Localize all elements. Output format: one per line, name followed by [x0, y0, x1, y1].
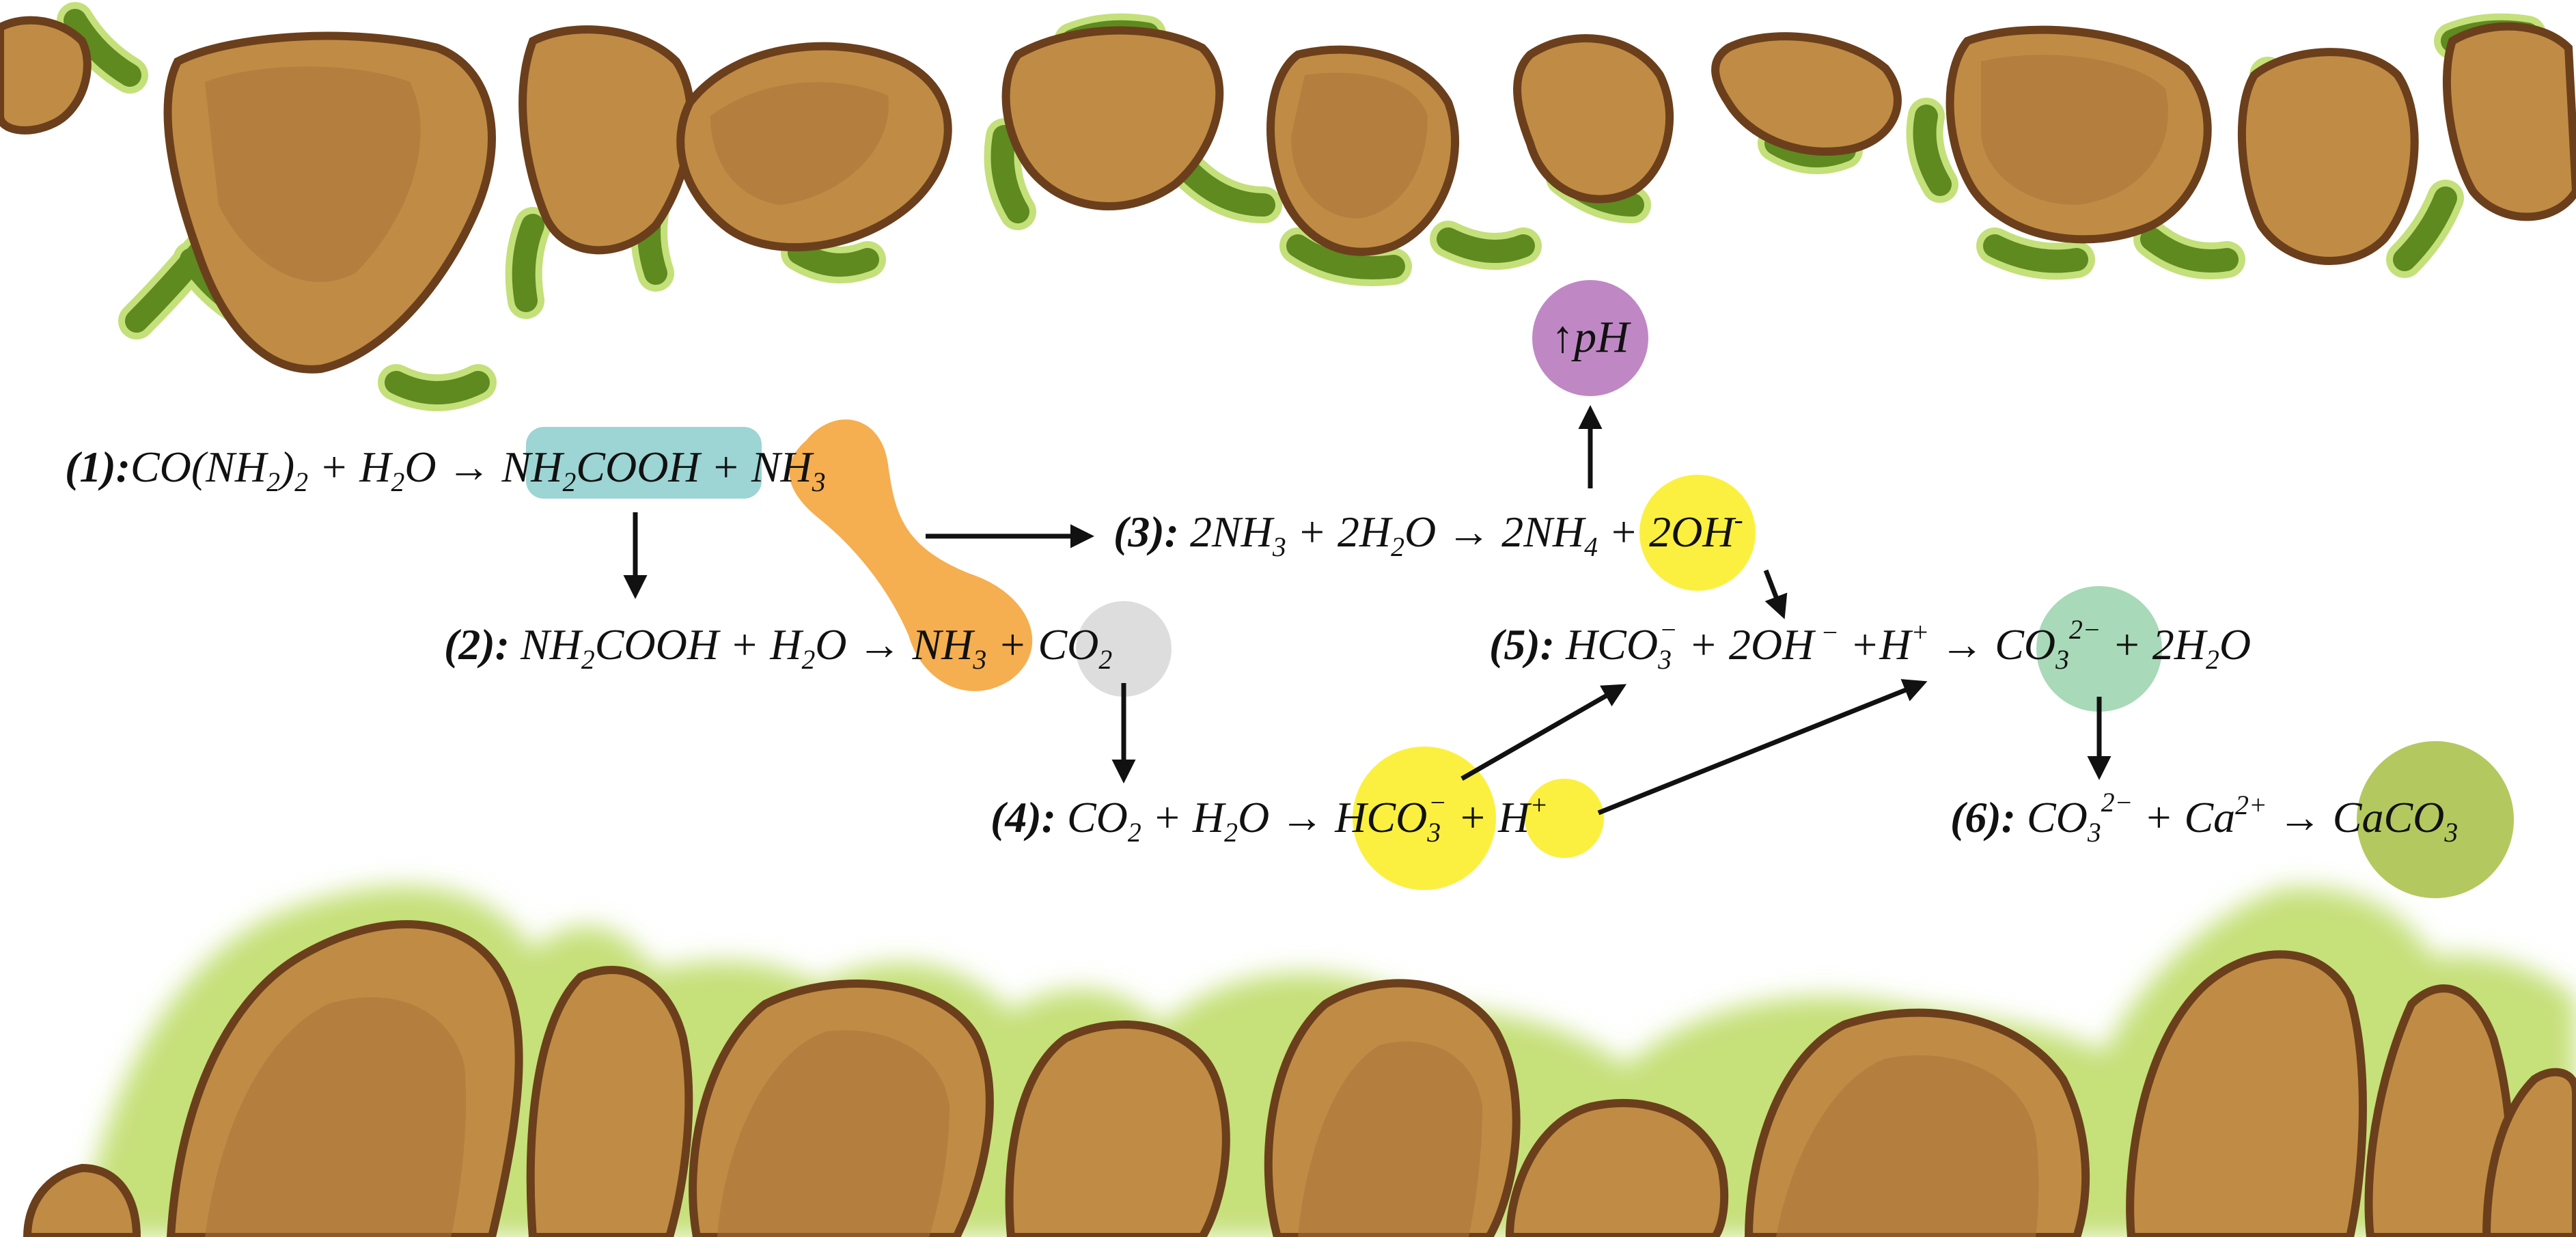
- equation-5: (5): HCO3− + 2OH − +H+ → CO32− + 2H2O: [1489, 615, 2251, 675]
- oh-highlight: [1639, 475, 1756, 591]
- ph-label: pH: [1571, 312, 1631, 362]
- eq1-label: (1):: [65, 443, 130, 491]
- h-plus-highlight: [1525, 779, 1604, 858]
- eq6-caco3: CaCO: [2333, 793, 2445, 842]
- equation-6: (6): CO32− + Ca2+ → CaCO3: [1950, 788, 2458, 848]
- co3-highlight: [2036, 586, 2162, 712]
- eq5-co3: CO: [1995, 620, 2055, 669]
- up-arrow-icon: ↑: [1551, 312, 1574, 362]
- equation-3: (3): 2NH3 + 2H2O → 2NH4 + 2OH-: [1113, 505, 1743, 562]
- ph-badge-circle: [1532, 280, 1648, 396]
- equation-2: (2): NH2COOH + H2O → NH3 + CO2: [444, 620, 1112, 675]
- eq2-co2: CO: [1038, 620, 1098, 669]
- eq6-label: (6):: [1950, 793, 2016, 842]
- bottom-grain-shading: [205, 997, 2039, 1237]
- eq3-label: (3):: [1113, 508, 1179, 556]
- highlights: [526, 280, 2514, 898]
- equation-4: (4): CO2 + H2O → HCO3− + H+: [991, 788, 1548, 848]
- equation-1: (1):CO(NH2)2 + H2O → NH2COOH + NH3: [65, 443, 826, 497]
- hco3-highlight: [1353, 747, 1496, 890]
- top-grain-shading: [205, 55, 2168, 282]
- eq2-label: (2):: [444, 620, 510, 669]
- eq2-nh3: NH: [912, 620, 976, 669]
- arrow-hco3-to-eq5: [1460, 684, 1627, 781]
- eq3-oh: 2OH: [1649, 508, 1736, 556]
- top-soil-layer: [0, 2, 2576, 411]
- arrows: [623, 405, 2111, 816]
- caco3-highlight: [2357, 741, 2514, 898]
- eq4-h: H: [1497, 793, 1532, 842]
- arrow-oh-to-eq5: [1763, 569, 1788, 620]
- ph-badge: ↑pH: [1551, 312, 1631, 362]
- eq4-hco3: HCO: [1334, 793, 1427, 842]
- arrow-hplus-to-eq5: [1597, 679, 1928, 816]
- co2-highlight: [1076, 601, 1172, 697]
- eq1-nh2cooh: NH: [501, 443, 566, 491]
- bottom-soil-layer: [23, 885, 2576, 1237]
- nh2cooh-highlight: [526, 427, 762, 499]
- eq1-nh3: NH: [751, 443, 815, 491]
- eq4-label: (4):: [991, 793, 1056, 842]
- eq5-label: (5):: [1489, 620, 1555, 669]
- nh3-orange-blob: [789, 419, 1033, 691]
